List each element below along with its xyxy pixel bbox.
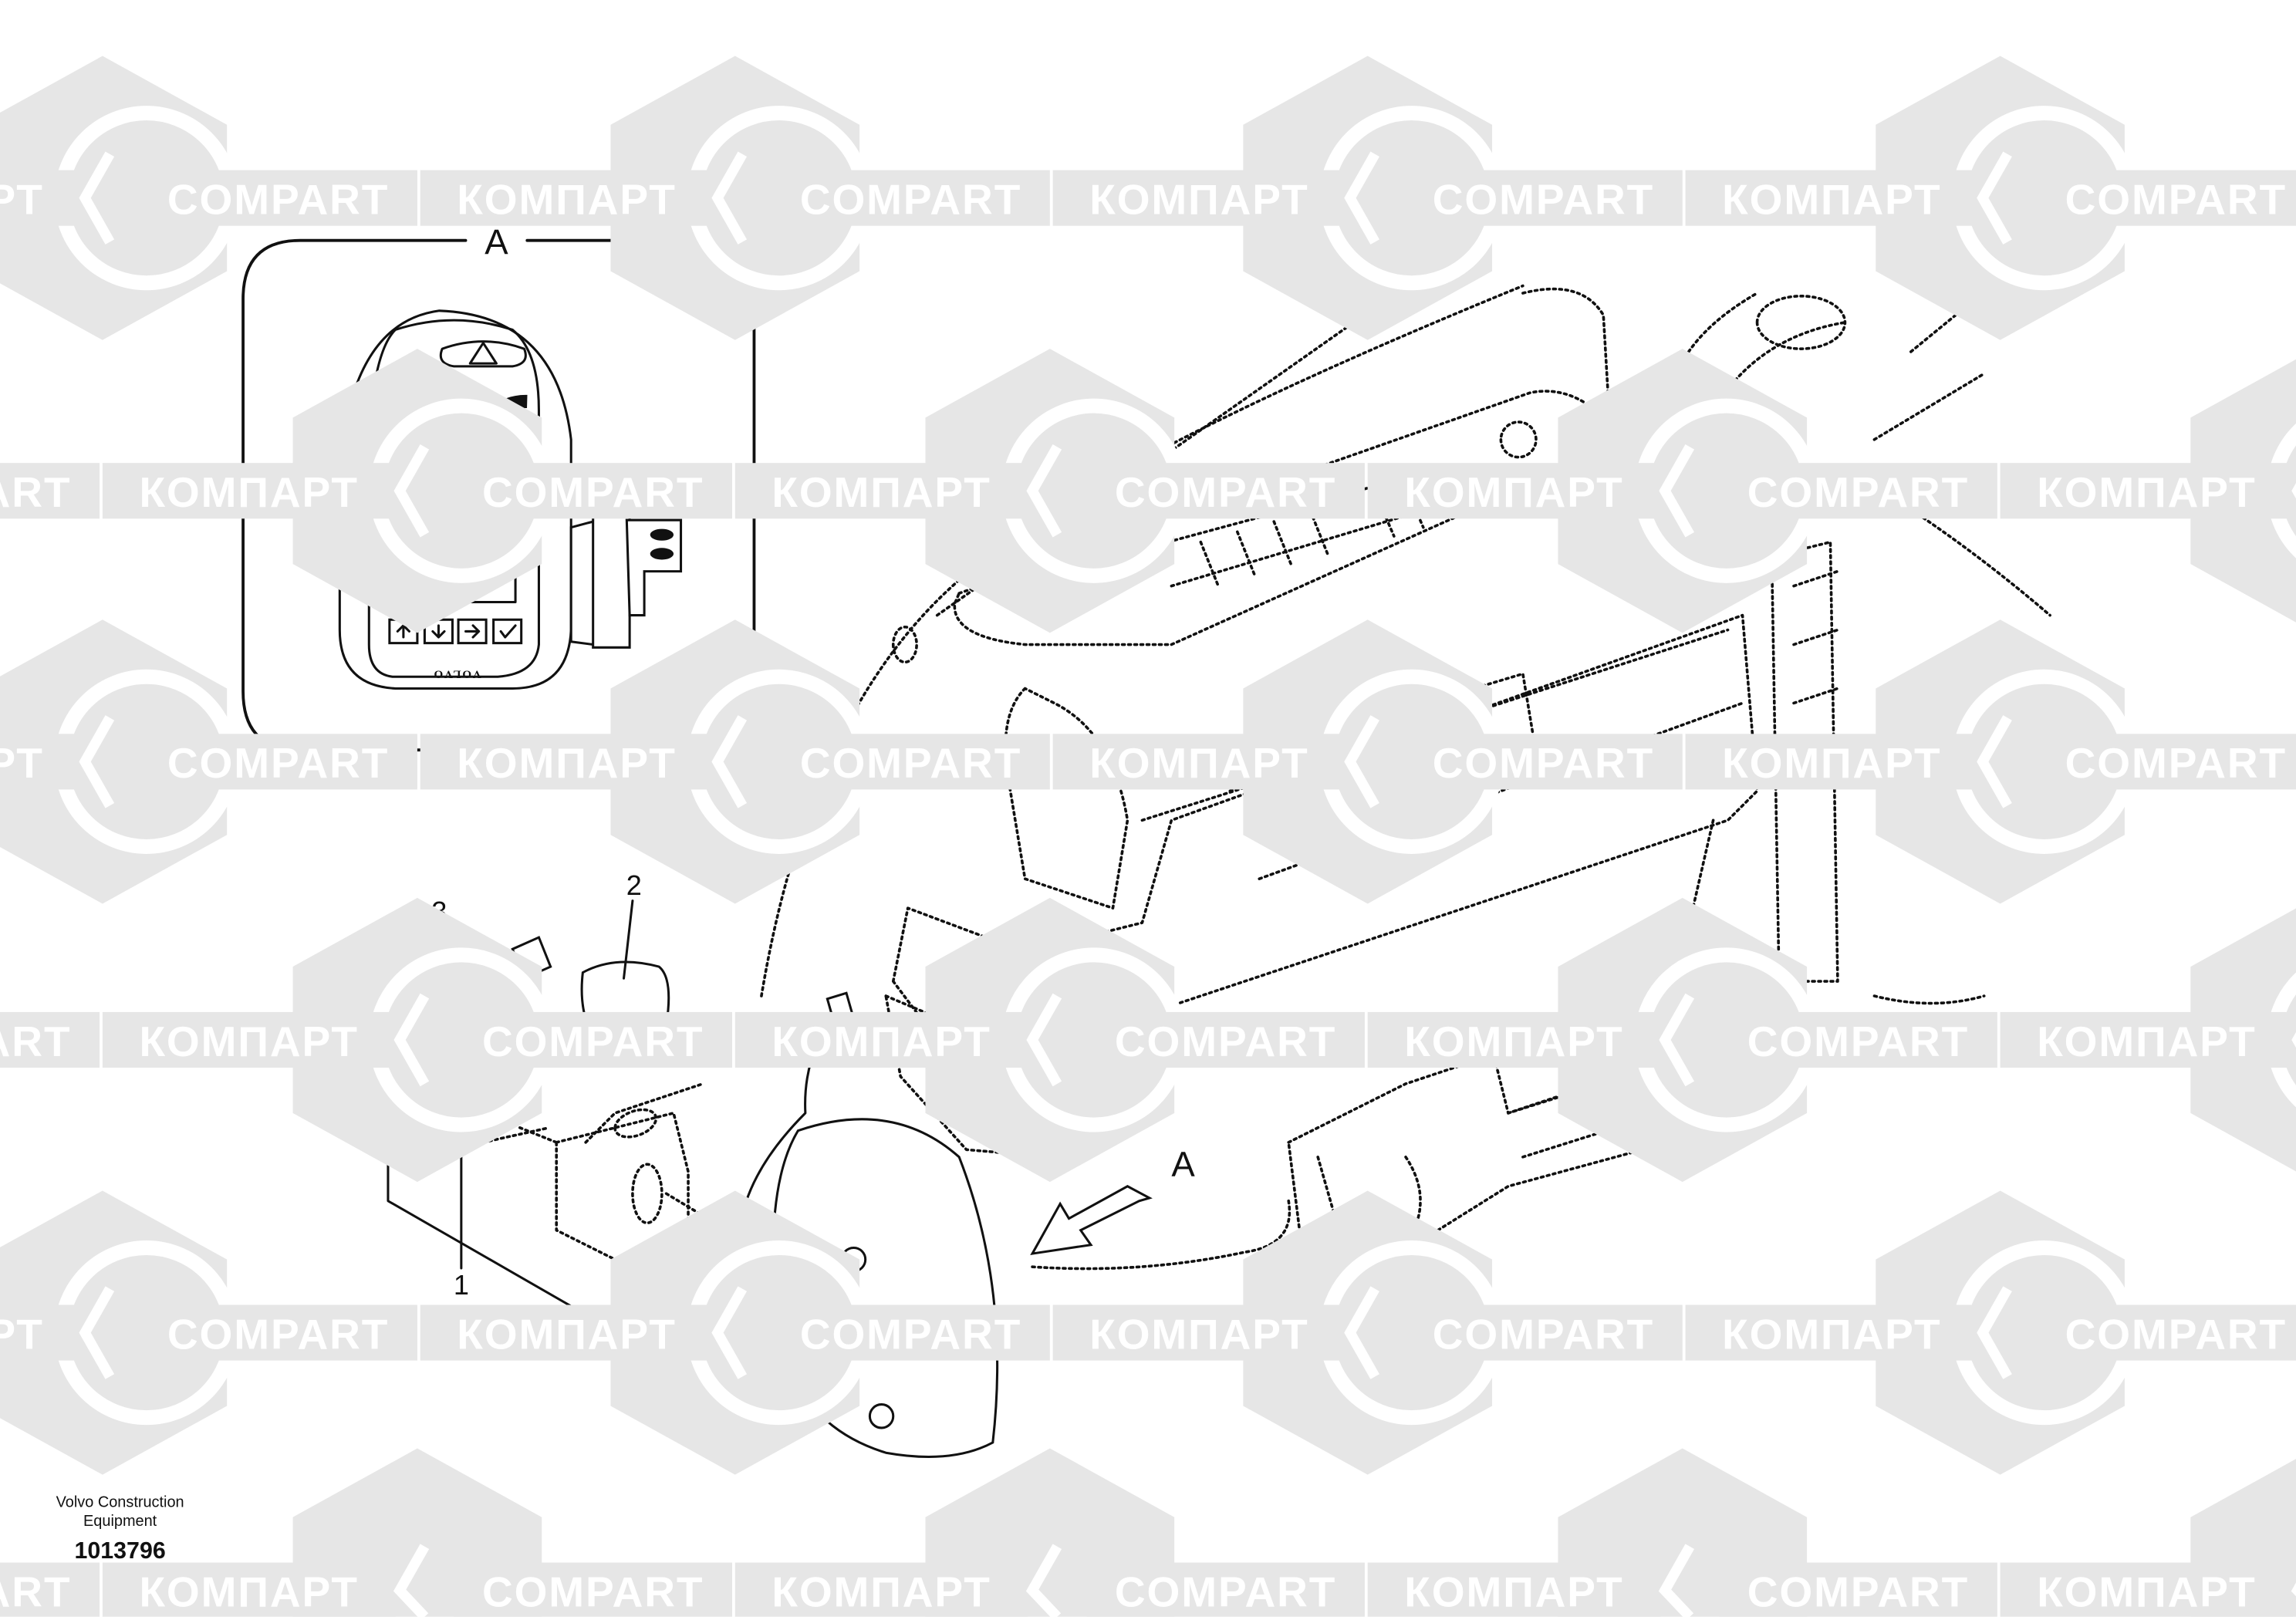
watermark-unit: КОМПАРТ COMPART xyxy=(0,619,417,904)
svg-text:COMPART: COMPART xyxy=(482,1568,704,1615)
svg-text:КОМПАРТ: КОМПАРТ xyxy=(1722,1310,1941,1358)
company-name-line1: Volvo Construction xyxy=(56,1493,184,1510)
svg-text:КОМПАРТ: КОМПАРТ xyxy=(2037,1018,2256,1065)
watermark-unit: КОМПАРТ COMPART xyxy=(1052,56,1683,340)
svg-text:КОМПАРТ: КОМПАРТ xyxy=(139,1568,358,1615)
svg-text:КОМПАРТ: КОМПАРТ xyxy=(457,1310,676,1358)
svg-text:COMPART: COMPART xyxy=(1115,1568,1336,1615)
arrow-up-icon xyxy=(396,624,410,639)
drawing-number: 1013796 xyxy=(75,1538,166,1564)
arrow-icon xyxy=(1030,1185,1153,1256)
svg-text:COMPART: COMPART xyxy=(482,468,704,516)
svg-text:КОМПАРТ: КОМПАРТ xyxy=(2037,468,2256,516)
svg-text:COMPART: COMPART xyxy=(1115,468,1336,516)
watermark-unit: КОМПАРТ COMPART xyxy=(1367,349,1997,633)
mounting-clip xyxy=(625,518,683,617)
svg-text:КОМПАРТ: КОМПАРТ xyxy=(772,468,991,516)
watermark-unit: КОМПАРТ COMPART xyxy=(1367,897,1997,1183)
svg-text:КОМПАРТ: КОМПАРТ xyxy=(1722,176,1941,224)
svg-text:COMPART: COMPART xyxy=(800,176,1021,224)
view-arrow-label: A xyxy=(1171,1144,1195,1183)
watermark-unit: КОМПАРТ COMPART xyxy=(1367,1448,1997,1620)
svg-text:КОМПАРТ: КОМПАРТ xyxy=(1089,176,1308,224)
watermark-unit: КОМПАРТ COMPART xyxy=(1052,619,1683,904)
watermark-unit: КОМПАРТ COMPART xyxy=(102,349,732,633)
svg-text:COMPART: COMPART xyxy=(1115,1018,1336,1065)
svg-text:COMPART: COMPART xyxy=(0,1018,71,1065)
svg-text:COMPART: COMPART xyxy=(0,468,71,516)
confirm-button[interactable] xyxy=(492,618,523,645)
svg-text:COMPART: COMPART xyxy=(0,1568,71,1615)
svg-text:COMPART: COMPART xyxy=(1747,468,1969,516)
svg-text:COMPART: COMPART xyxy=(167,176,389,224)
company-name-line2: Equipment xyxy=(83,1513,157,1530)
svg-text:COMPART: COMPART xyxy=(482,1018,704,1065)
watermark-unit: КОМПАРТ COMPART xyxy=(102,897,732,1183)
svg-text:COMPART: COMPART xyxy=(2065,739,2287,787)
title-block: Volvo Construction Equipment 1013796 xyxy=(56,1493,184,1563)
svg-text:КОМПАРТ: КОМПАРТ xyxy=(1404,1018,1623,1065)
svg-text:COMPART: COMPART xyxy=(2065,1310,2287,1358)
svg-text:КОМПАРТ: КОМПАРТ xyxy=(772,1018,991,1065)
watermark-unit: КОМПАРТ COMPART xyxy=(734,349,1365,633)
svg-text:КОМПАРТ: КОМПАРТ xyxy=(1404,468,1623,516)
svg-text:COMPART: COMPART xyxy=(167,1310,389,1358)
svg-text:КОМПАРТ: КОМПАРТ xyxy=(139,468,358,516)
watermark-unit: КОМПАРТ COMPART xyxy=(1685,1190,2296,1475)
svg-text:COMPART: COMPART xyxy=(1433,1310,1654,1358)
watermark-unit: КОМПАРТ COMPART xyxy=(420,1190,1050,1475)
svg-text:КОМПАРТ: КОМПАРТ xyxy=(0,1310,44,1358)
watermark-unit: КОМПАРТ COMPART xyxy=(420,56,1050,340)
svg-text:КОМПАРТ: КОМПАРТ xyxy=(139,1018,358,1065)
warning-icon xyxy=(468,342,498,365)
watermark-unit: КОМПАРТ COMPART xyxy=(734,1448,1365,1620)
watermark-layer: КОМПАРТ COMPART КОМПАРТ COMPART КОМПАРТ COMPA… xyxy=(0,56,2296,1620)
callout-2: 2 xyxy=(626,869,642,901)
svg-text:COMPART: COMPART xyxy=(1747,1568,1969,1615)
callout-1: 1 xyxy=(454,1269,469,1301)
watermark-unit: КОМПАРТ COMPART xyxy=(1685,56,2296,340)
svg-text:COMPART: COMPART xyxy=(1433,176,1654,224)
svg-text:COMPART: COMPART xyxy=(1433,739,1654,787)
svg-text:КОМПАРТ: КОМПАРТ xyxy=(457,739,676,787)
svg-text:COMPART: COMPART xyxy=(2065,176,2287,224)
watermark-unit: КОМПАРТ COMPART xyxy=(102,1448,732,1620)
svg-text:КОМПАРТ: КОМПАРТ xyxy=(1089,739,1308,787)
svg-text:COMPART: COMPART xyxy=(800,1310,1021,1358)
svg-text:КОМПАРТ: КОМПАРТ xyxy=(0,176,44,224)
svg-text:COMPART: COMPART xyxy=(1747,1018,1969,1065)
detail-label: A xyxy=(485,222,508,262)
svg-text:КОМПАРТ: КОМПАРТ xyxy=(772,1568,991,1615)
watermark-unit: КОМПАРТ COMPART xyxy=(0,1190,417,1475)
watermark-unit: КОМПАРТ COMPART xyxy=(1052,1190,1683,1475)
watermark-unit: КОМПАРТ COMPART xyxy=(420,619,1050,904)
svg-text:КОМПАРТ: КОМПАРТ xyxy=(1722,739,1941,787)
svg-text:COMPART: COMPART xyxy=(800,739,1021,787)
svg-text:КОМПАРТ: КОМПАРТ xyxy=(457,176,676,224)
svg-text:КОМПАРТ: КОМПАРТ xyxy=(0,739,44,787)
svg-text:COMPART: COMPART xyxy=(167,739,389,787)
svg-text:КОМПАРТ: КОМПАРТ xyxy=(1404,1568,1623,1615)
watermark-unit: КОМПАРТ COMPART xyxy=(0,56,417,340)
svg-text:КОМПАРТ: КОМПАРТ xyxy=(2037,1568,2256,1615)
arrow-right-icon xyxy=(464,624,481,639)
volvo-logo: VOLVO xyxy=(433,668,481,681)
svg-text:КОМПАРТ: КОМПАРТ xyxy=(1089,1310,1308,1358)
watermark-unit: КОМПАРТ COMPART xyxy=(734,897,1365,1183)
view-arrow-a: A xyxy=(1030,1144,1195,1256)
check-icon xyxy=(499,624,517,639)
arrow-down-icon xyxy=(431,624,446,639)
watermark-unit: КОМПАРТ COMPART xyxy=(1685,619,2296,904)
